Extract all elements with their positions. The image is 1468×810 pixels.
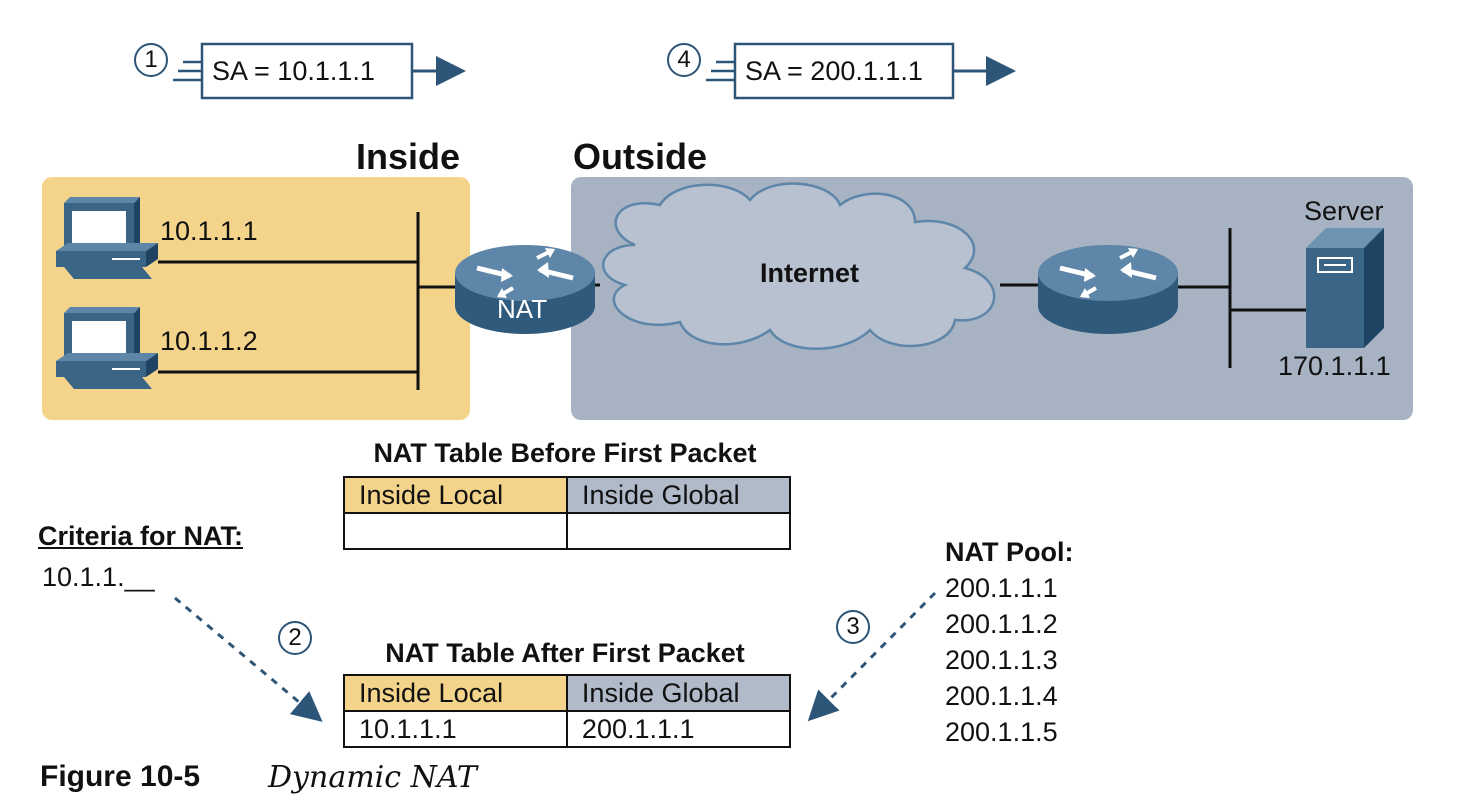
nat-router-label: NAT (497, 294, 548, 324)
criteria-title: Criteria for NAT: (38, 521, 244, 551)
router-icon (1038, 245, 1178, 334)
inside-label: Inside (356, 136, 461, 177)
host-1-address: 10.1.1.1 (160, 216, 258, 246)
pc-icon (56, 307, 158, 389)
figure-caption: Dynamic NAT (268, 760, 477, 795)
server-icon (1306, 228, 1384, 348)
table-after-title: NAT Table After First Packet (385, 638, 745, 668)
cloud-icon (602, 182, 996, 350)
packet-4-label: SA = 200.1.1.1 (745, 56, 923, 86)
packet-1 (173, 42, 466, 100)
packet-1-label: SA = 10.1.1.1 (212, 56, 375, 86)
step-badge-1: 1 (134, 43, 168, 77)
pool-address: 200.1.1.3 (945, 645, 1058, 675)
packet-4 (706, 42, 1016, 100)
header-inside-local: Inside Local (343, 476, 568, 514)
pool-address: 200.1.1.2 (945, 609, 1058, 639)
router-icon (455, 245, 595, 334)
pool-address: 200.1.1.5 (945, 717, 1058, 747)
cell-inside-global: 200.1.1.1 (565, 710, 792, 748)
pool-address: 200.1.1.4 (945, 681, 1058, 711)
server-label: Server (1304, 196, 1384, 226)
nat-table-after: Inside Local Inside Global 10.1.1.1 200.… (343, 674, 792, 748)
table-header-row: Inside Local Inside Global (343, 674, 792, 712)
cell-inside-local (343, 512, 568, 550)
step-badge-2: 2 (278, 621, 312, 655)
step-badge-4: 4 (667, 43, 701, 77)
figure-number: Figure 10-5 (40, 760, 201, 793)
arrow-icon (807, 591, 937, 722)
pool-address: 200.1.1.1 (945, 573, 1058, 603)
pc-icon (56, 197, 158, 279)
cell-inside-global (565, 512, 792, 550)
nat-table-before: Inside Local Inside Global (343, 476, 792, 550)
pool-title: NAT Pool: (945, 537, 1074, 567)
outside-label: Outside (573, 136, 708, 177)
cloud-label: Internet (760, 258, 860, 288)
table-before-title: NAT Table Before First Packet (373, 438, 757, 468)
criteria-value: 10.1.1.__ (42, 562, 155, 592)
cell-inside-local: 10.1.1.1 (343, 710, 568, 748)
server-address: 170.1.1.1 (1278, 351, 1391, 381)
step-badge-3: 3 (836, 610, 870, 644)
table-row: 10.1.1.1 200.1.1.1 (343, 710, 792, 748)
header-inside-global: Inside Global (565, 476, 792, 514)
pool-list: 200.1.1.1 200.1.1.2 200.1.1.3 200.1.1.4 … (945, 570, 1058, 750)
header-inside-local: Inside Local (343, 674, 568, 712)
table-header-row: Inside Local Inside Global (343, 476, 792, 514)
header-inside-global: Inside Global (565, 674, 792, 712)
arrow-icon (174, 596, 323, 722)
host-2-address: 10.1.1.2 (160, 326, 258, 356)
table-row (343, 512, 792, 550)
